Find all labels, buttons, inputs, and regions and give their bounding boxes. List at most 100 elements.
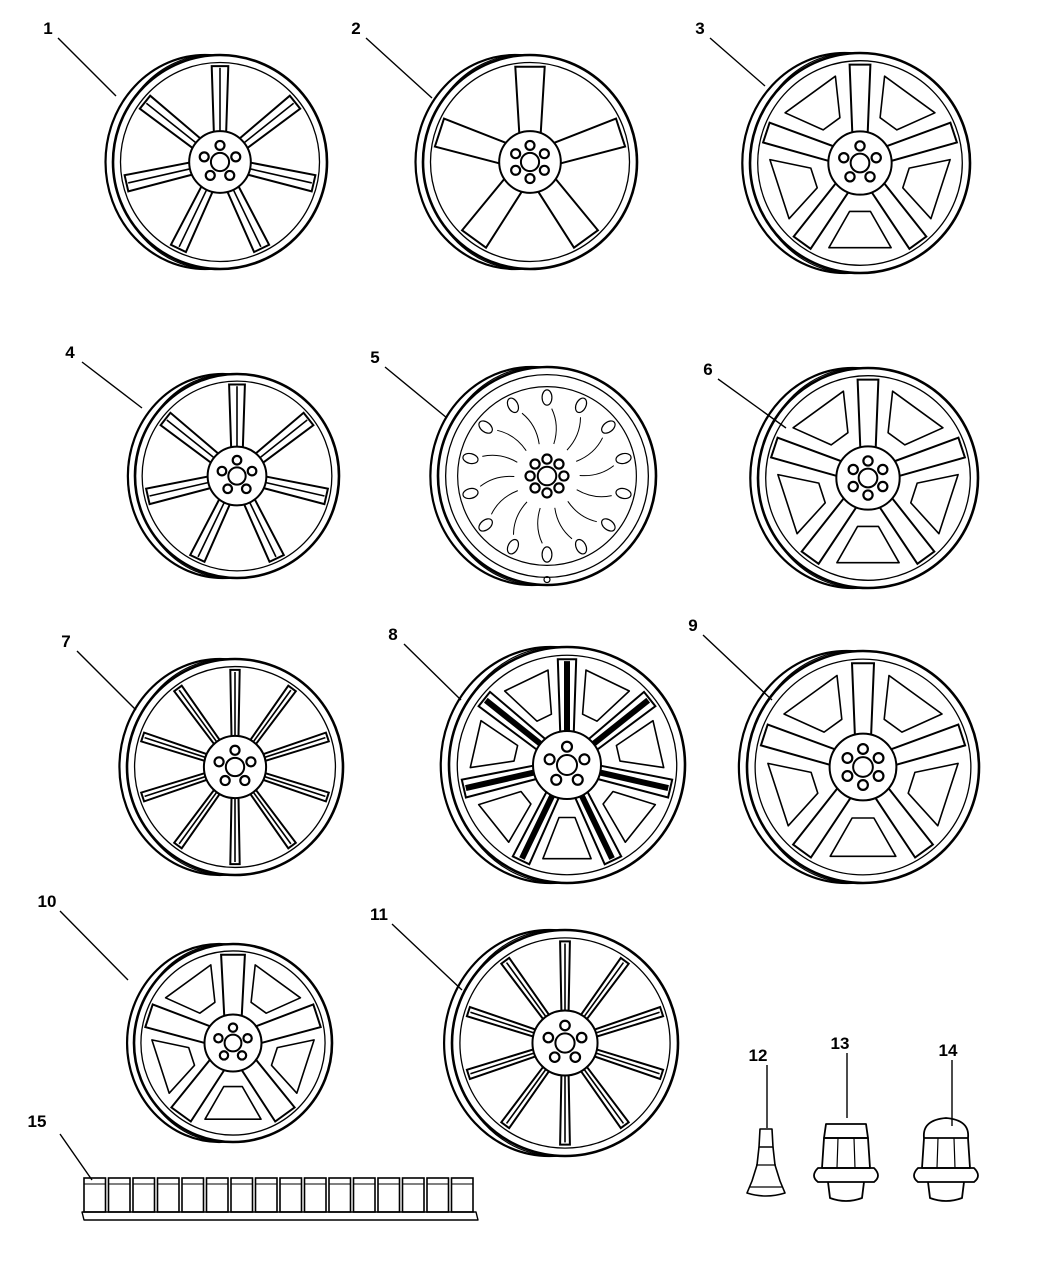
leader-line-9	[702, 634, 773, 701]
lug-hole	[543, 753, 556, 766]
wheel-4	[126, 372, 341, 580]
weight-segment	[303, 1177, 327, 1213]
spoke-split	[197, 499, 227, 558]
spoke-split	[593, 1011, 660, 1035]
spoke-window	[204, 1085, 262, 1120]
wheel-9	[737, 649, 981, 885]
wheel-5	[429, 365, 658, 587]
face-rib	[567, 501, 597, 523]
lug-nut-13	[813, 1123, 879, 1202]
spoke-split	[593, 1051, 660, 1075]
nut-top	[823, 1123, 869, 1139]
face-rib	[479, 475, 515, 487]
face-rib	[521, 412, 540, 445]
lug-hole	[529, 458, 541, 470]
weight-segment	[328, 1177, 352, 1213]
spoke-window	[542, 816, 592, 860]
wheel-10	[125, 942, 334, 1144]
vent-slot	[478, 518, 493, 532]
lug-hole	[222, 483, 234, 495]
lug-hole	[538, 148, 550, 160]
spoke-window	[907, 762, 959, 827]
callout-6: 6	[703, 360, 712, 379]
rim-inner-edge	[456, 654, 678, 876]
callout-13: 13	[831, 1034, 850, 1053]
spoke-split	[261, 775, 326, 798]
spoke-window	[910, 473, 959, 535]
leader-line-3	[709, 37, 766, 87]
spoke-window	[767, 762, 819, 827]
lug-hole	[560, 740, 574, 753]
lug-hole	[204, 169, 216, 182]
lug-hole	[198, 151, 210, 163]
center-bore	[852, 756, 874, 778]
face-rib	[537, 507, 543, 544]
vent-slot	[541, 546, 553, 563]
lug-hole	[216, 465, 228, 477]
hex-edge	[853, 1137, 856, 1169]
rim-inner-edge	[133, 665, 337, 869]
nut-washer	[813, 1167, 879, 1183]
lug-hole	[541, 453, 553, 465]
spoke-split	[251, 689, 292, 745]
nut-washer	[913, 1167, 979, 1183]
lug-nut-14	[913, 1117, 979, 1202]
face-rib	[551, 408, 557, 445]
center-bore	[555, 753, 579, 777]
spoke-window	[602, 790, 657, 843]
spoke	[850, 662, 876, 742]
face-rib	[554, 507, 573, 540]
leader-line-2	[365, 37, 433, 99]
weight-segment	[352, 1177, 376, 1213]
leader-line-15	[59, 1133, 93, 1181]
valve-hole	[543, 575, 551, 584]
vent-slot	[541, 389, 553, 406]
lug-hole	[510, 148, 522, 160]
lug-hole	[857, 779, 869, 791]
spoke-window	[784, 75, 841, 131]
lug-hole	[213, 756, 225, 768]
lug-hole	[870, 152, 882, 164]
spoke-accent	[519, 794, 555, 860]
leader-line-1	[57, 37, 117, 97]
spoke-split	[145, 102, 199, 146]
nut-cap-dome	[923, 1117, 969, 1139]
lug-hole	[847, 480, 859, 493]
lug-hole	[510, 164, 522, 176]
spoke-split	[178, 789, 219, 845]
lug-hole	[524, 139, 536, 152]
vent-slot	[601, 518, 616, 532]
center-bore	[209, 151, 231, 173]
spoke-split	[144, 736, 209, 759]
rim-inner-edge	[765, 375, 971, 581]
lug-hole	[218, 1050, 230, 1061]
callout-10: 10	[38, 892, 57, 911]
wheel-1	[104, 53, 329, 271]
vent-slot	[601, 420, 616, 434]
callout-11: 11	[370, 905, 388, 924]
leader-line-4	[81, 361, 143, 409]
lug-hole	[844, 171, 856, 183]
wheel-6	[749, 366, 980, 590]
lug-hole	[877, 463, 889, 476]
spoke-split	[251, 789, 292, 845]
lug-hole	[242, 1033, 253, 1044]
rim-inner-edge	[429, 61, 631, 263]
spoke-split	[178, 689, 219, 745]
weight-segment	[450, 1177, 474, 1213]
spoke-window	[783, 674, 843, 733]
callout-5: 5	[370, 348, 379, 367]
center-bore	[554, 1032, 576, 1054]
weight-segment	[132, 1177, 156, 1213]
lug-hole	[229, 744, 241, 756]
spoke-split	[470, 1051, 537, 1075]
lug-hole	[245, 756, 257, 768]
spoke-window	[836, 525, 900, 564]
face-rib	[576, 437, 604, 462]
weight-backing-tape	[81, 1211, 479, 1221]
spoke-window	[151, 1039, 196, 1094]
rim-inner-edge	[754, 658, 972, 876]
face-ring	[457, 386, 637, 566]
spoke-window	[769, 158, 818, 220]
